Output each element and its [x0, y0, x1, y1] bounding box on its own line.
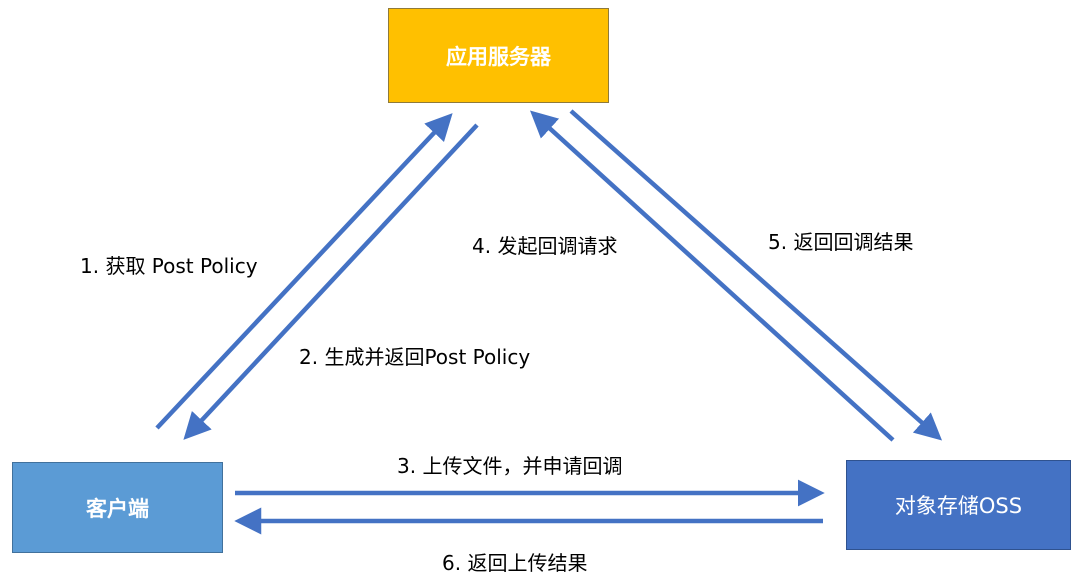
step-1-label: 1. 获取 Post Policy: [80, 254, 258, 278]
step-4-label: 4. 发起回调请求: [472, 234, 618, 258]
arrow-callback-result: [530, 110, 895, 442]
client-node: 客户端: [12, 462, 223, 553]
app-server-label: 应用服务器: [446, 44, 551, 69]
arrow-get-policy: [155, 113, 453, 430]
step-3-label: 3. 上传文件，并申请回调: [397, 454, 623, 478]
arrow-callback-request: [569, 109, 943, 441]
app-server-node: 应用服务器: [388, 8, 609, 103]
step-6-label: 6. 返回上传结果: [442, 551, 588, 575]
step-2-label: 2. 生成并返回Post Policy: [299, 345, 531, 369]
step-5-label: 5. 返回回调结果: [768, 230, 914, 254]
oss-label: 对象存储OSS: [894, 494, 1023, 518]
arrow-return-policy: [183, 123, 479, 440]
client-label: 客户端: [86, 496, 149, 521]
oss-node: 对象存储OSS: [846, 460, 1071, 550]
